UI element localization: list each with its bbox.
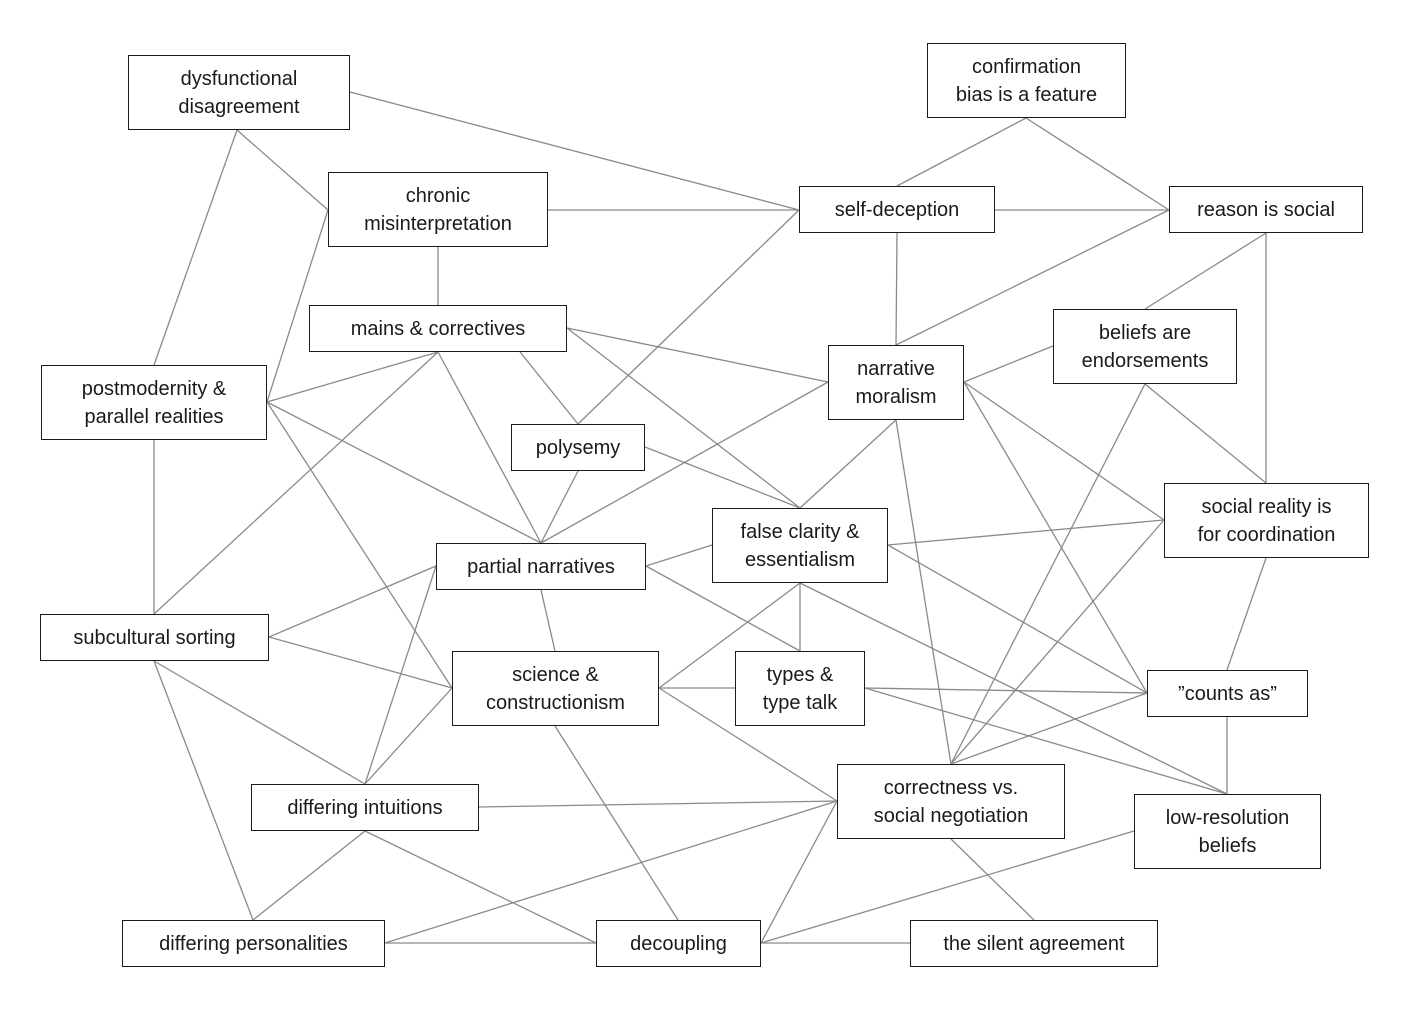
- edge-lowres-decoupling: [760, 830, 1135, 944]
- node-science-constructionism: science & constructionism: [452, 651, 659, 726]
- node-subcultural-sorting: subcultural sorting: [40, 614, 269, 661]
- edge-correctness-personalities: [384, 800, 838, 944]
- node-differing-intuitions: differing intuitions: [251, 784, 479, 831]
- edge-mains-polysemy: [519, 351, 579, 425]
- edge-correctness-intuitions: [478, 800, 838, 808]
- node-low-resolution-beliefs: low-resolution beliefs: [1134, 794, 1321, 869]
- node-differing-personalities: differing personalities: [122, 920, 385, 967]
- edge-chronic-postmodernity: [266, 209, 329, 403]
- node-mains-correctives: mains & correctives: [309, 305, 567, 352]
- node-dysfunctional-disagreement: dysfunctional disagreement: [128, 55, 350, 130]
- edge-types-lowres: [864, 687, 1228, 795]
- edge-postmodernity-partial: [266, 401, 542, 544]
- edge-mains-narrative: [566, 327, 829, 383]
- edge-subcultural-personalities: [153, 660, 254, 921]
- edge-mains-partial: [437, 351, 542, 544]
- edge-science-correctness: [658, 687, 838, 802]
- node-decoupling: decoupling: [596, 920, 761, 967]
- edge-polysemy-falseclarity: [644, 446, 801, 509]
- node-social-reality: social reality is for coordination: [1164, 483, 1369, 558]
- node-counts-as: ”counts as”: [1147, 670, 1308, 717]
- edge-polysemy-partial: [540, 470, 579, 544]
- edge-types-countsas: [864, 687, 1148, 694]
- node-partial-narratives: partial narratives: [436, 543, 646, 590]
- edge-countsas-correctness: [950, 692, 1148, 765]
- edge-reason-beliefs: [1144, 232, 1267, 310]
- edge-narrative-correctness: [895, 419, 952, 765]
- edge-falseclarity-science: [658, 582, 801, 689]
- node-types-type-talk: types & type talk: [735, 651, 865, 726]
- edge-reason-narrative: [895, 209, 1170, 346]
- edge-narrative-falseclarity: [799, 419, 897, 509]
- edge-dysfunctional-selfdeception: [349, 91, 800, 211]
- edge-partial-science: [540, 589, 556, 652]
- node-polysemy: polysemy: [511, 424, 645, 471]
- edge-science-decoupling: [554, 725, 679, 921]
- node-narrative-moralism: narrative moralism: [828, 345, 964, 420]
- edge-falseclarity-socialreality: [887, 519, 1165, 546]
- edge-intuitions-personalities: [252, 830, 366, 921]
- node-reason-is-social: reason is social: [1169, 186, 1363, 233]
- edge-confirmation-selfdeception: [896, 117, 1027, 187]
- edge-beliefs-correctness: [950, 383, 1146, 765]
- edge-dysfunctional-postmodernity: [153, 129, 238, 366]
- edge-confirmation-reason: [1025, 117, 1170, 211]
- edge-socialreality-countsas: [1226, 557, 1267, 671]
- edge-falseclarity-partial: [645, 544, 713, 567]
- node-confirmation-bias: confirmation bias is a feature: [927, 43, 1126, 118]
- edge-partial-intuitions: [364, 565, 437, 785]
- edge-narrative-countsas: [963, 381, 1148, 694]
- edge-mains-falseclarity: [566, 327, 801, 509]
- edge-narrative-socialreality: [963, 381, 1165, 521]
- edge-science-intuitions: [364, 687, 453, 785]
- node-postmodernity: postmodernity & parallel realities: [41, 365, 267, 440]
- edge-postmodernity-science: [266, 401, 453, 689]
- edge-selfdeception-narrative: [895, 232, 898, 346]
- edge-falseclarity-lowres: [799, 582, 1228, 795]
- edge-narrative-beliefs: [963, 345, 1054, 383]
- node-correctness-vs-social-negotiation: correctness vs. social negotiation: [837, 764, 1065, 839]
- edge-subcultural-intuitions: [153, 660, 366, 785]
- edge-selfdeception-polysemy: [577, 209, 800, 425]
- edge-falseclarity-countsas: [887, 544, 1148, 694]
- edge-mains-postmodernity: [266, 351, 439, 403]
- node-chronic-misinterpretation: chronic misinterpretation: [328, 172, 548, 247]
- edge-beliefs-socialreality: [1144, 383, 1267, 484]
- node-self-deception: self-deception: [799, 186, 995, 233]
- node-beliefs-are-endorsements: beliefs are endorsements: [1053, 309, 1237, 384]
- edge-partial-subcultural: [268, 565, 437, 638]
- edge-intuitions-decoupling: [364, 830, 597, 944]
- node-false-clarity: false clarity & essentialism: [712, 508, 888, 583]
- edge-mains-subcultural: [153, 351, 439, 615]
- edge-dysfunctional-chronic: [236, 129, 329, 211]
- node-the-silent-agreement: the silent agreement: [910, 920, 1158, 967]
- edge-subcultural-science: [268, 636, 453, 689]
- edge-correctness-silent: [950, 838, 1035, 921]
- edge-correctness-decoupling: [760, 800, 838, 944]
- edge-partial-types: [645, 565, 801, 652]
